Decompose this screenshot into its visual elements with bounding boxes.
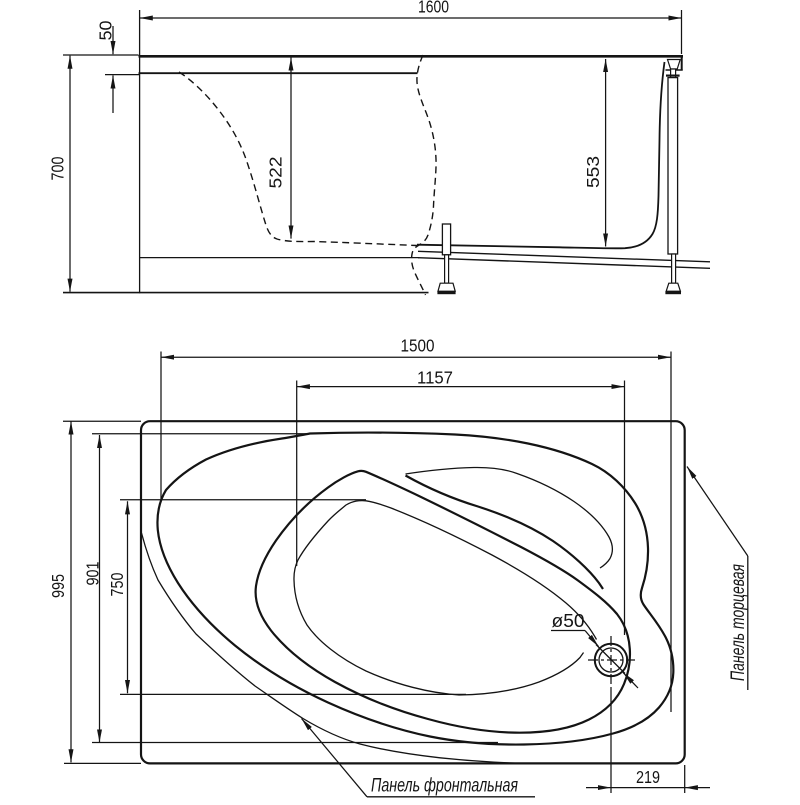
svg-text:Панель торцевая: Панель торцевая — [728, 564, 749, 681]
svg-text:Панель фронтальная: Панель фронтальная — [371, 776, 518, 797]
svg-text:50: 50 — [96, 20, 116, 40]
svg-text:553: 553 — [583, 156, 603, 188]
svg-text:750: 750 — [107, 572, 127, 596]
svg-text:1157: 1157 — [417, 368, 453, 388]
svg-text:995: 995 — [48, 574, 68, 598]
svg-text:901: 901 — [83, 562, 103, 586]
svg-text:700: 700 — [48, 156, 68, 180]
svg-text:522: 522 — [266, 157, 286, 189]
svg-text:219: 219 — [636, 767, 660, 787]
svg-text:1600: 1600 — [418, 0, 449, 17]
svg-text:1500: 1500 — [401, 336, 435, 356]
svg-text:ø50: ø50 — [552, 611, 585, 631]
